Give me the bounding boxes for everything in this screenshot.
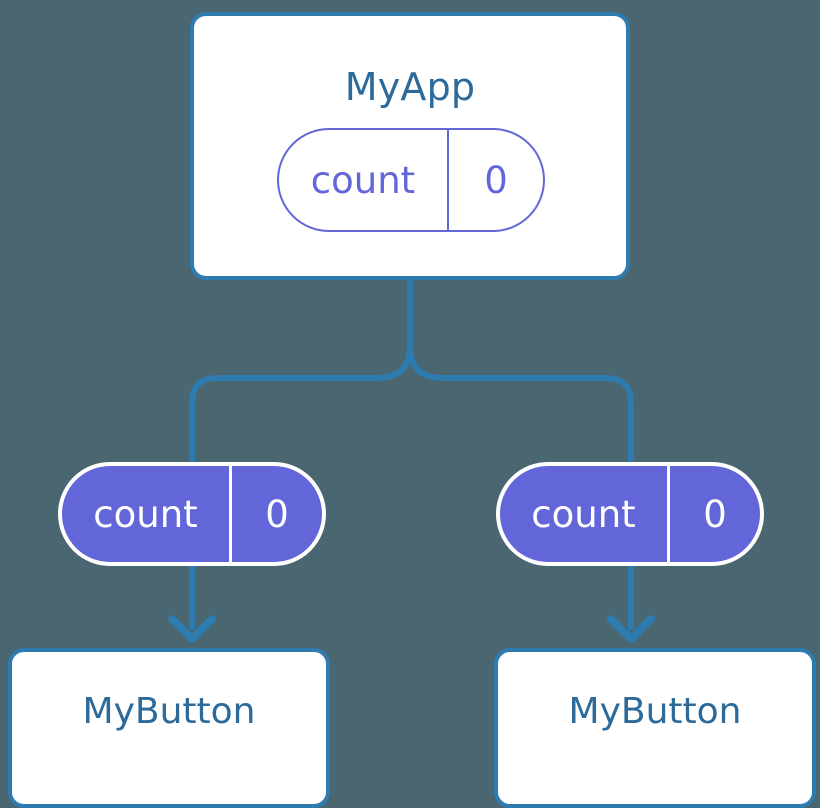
arrowhead-left-icon bbox=[168, 615, 216, 643]
left-leaf-component-title: MyButton bbox=[82, 691, 256, 732]
state-pill-root[interactable]: count 0 bbox=[277, 128, 545, 232]
state-pill-root-value: 0 bbox=[447, 130, 543, 230]
state-pill-root-key: count bbox=[310, 158, 416, 202]
root-component-title: MyApp bbox=[344, 65, 476, 109]
diagram-canvas: MyApp count 0 count 0 MyButton count 0 M… bbox=[8, 12, 816, 808]
connector-fork-to-right-state bbox=[407, 343, 634, 480]
state-pill-right-key: count bbox=[531, 492, 636, 536]
state-pill-right[interactable]: count 0 bbox=[496, 462, 764, 566]
state-pill-left-key: count bbox=[93, 492, 198, 536]
right-leaf-component-title: MyButton bbox=[568, 691, 742, 732]
arrowhead-right-icon bbox=[607, 615, 655, 643]
connector-fork-to-left-state bbox=[189, 343, 413, 480]
component-box-left-leaf[interactable]: MyButton bbox=[8, 648, 330, 808]
component-box-right-leaf[interactable]: MyButton bbox=[494, 648, 816, 808]
state-pill-left[interactable]: count 0 bbox=[58, 462, 326, 566]
state-pill-left-value: 0 bbox=[229, 466, 322, 562]
state-pill-right-value: 0 bbox=[667, 466, 760, 562]
